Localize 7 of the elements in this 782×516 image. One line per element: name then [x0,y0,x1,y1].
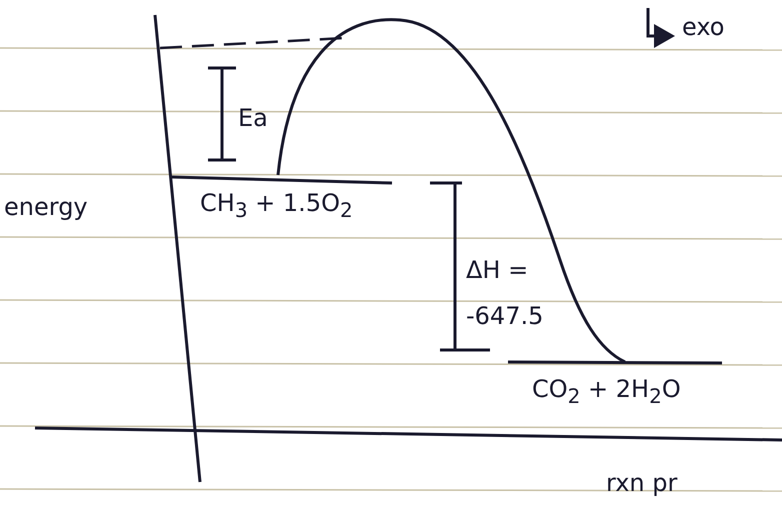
reaction-progress-label: rxn pr [606,470,678,496]
energy-axis-label: energy [4,194,88,220]
reactant-label: CH$_{3}$ + 1.5O$_{2}$ [200,190,353,221]
exo-label: exo [682,14,724,40]
activation-energy-label: Ea [238,105,268,132]
enthalpy-change-label: ΔH = -647.5 [466,255,544,332]
product-label: CO$_{2}$ + 2H$_{2}$O [532,376,681,407]
